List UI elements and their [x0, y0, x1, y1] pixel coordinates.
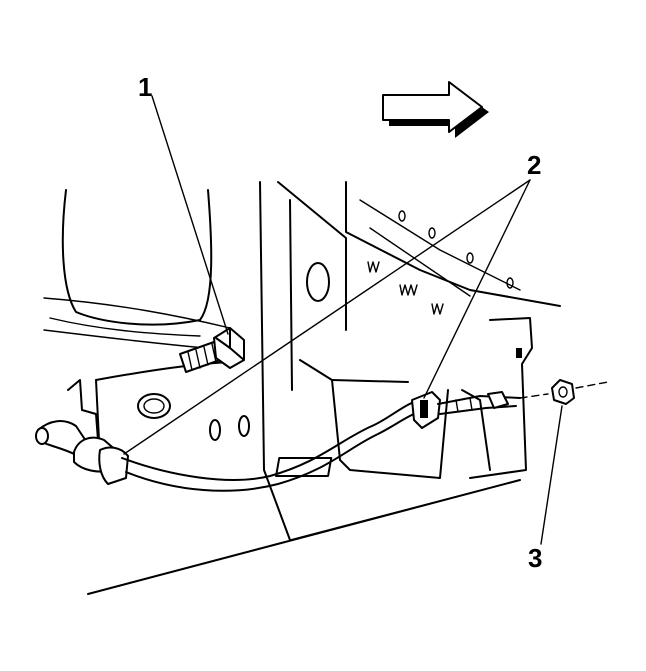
nut — [551, 379, 575, 405]
callout-2-label: 2 — [527, 150, 542, 180]
cable-bracket — [35, 379, 129, 485]
parking-brake-cable — [121, 391, 521, 492]
leader-lines — [123, 95, 609, 545]
body-panel — [43, 181, 561, 595]
bolt — [179, 327, 245, 373]
callout-1-label: 1 — [138, 72, 153, 102]
callout-3-label: 3 — [528, 543, 543, 573]
arrow-right-icon — [382, 81, 489, 138]
